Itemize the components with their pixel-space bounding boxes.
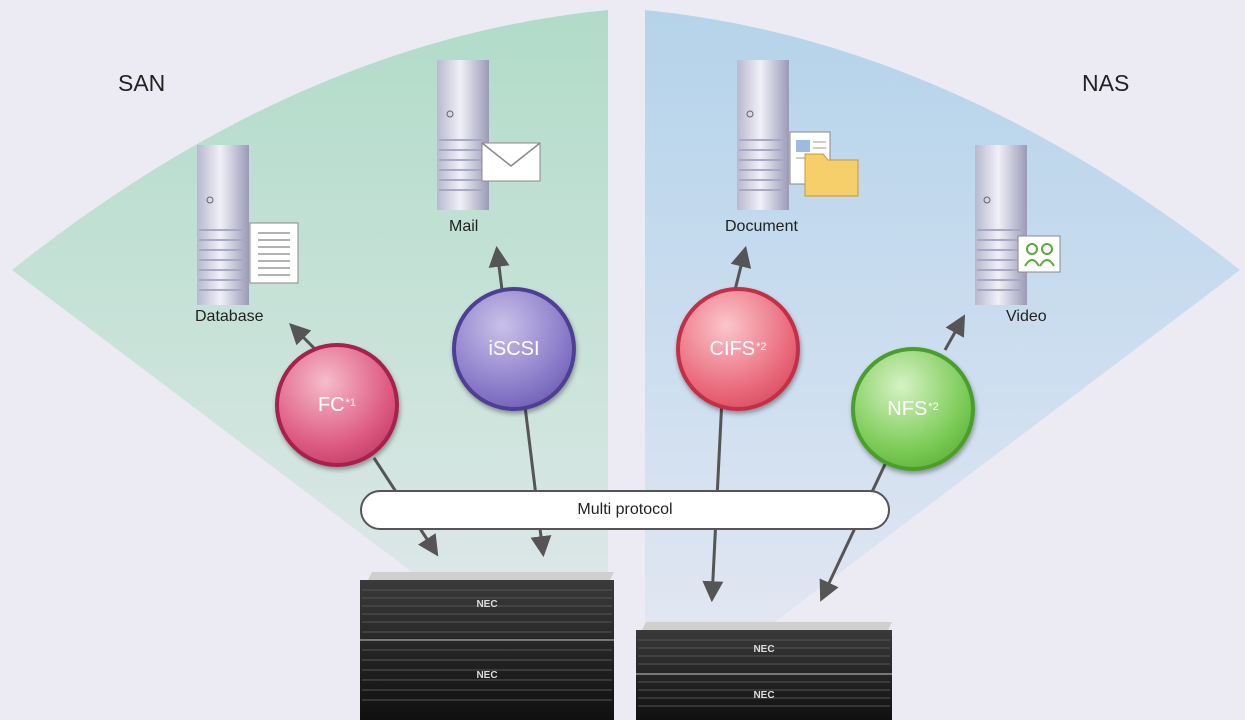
fc-up-arrow <box>289 323 318 352</box>
nec-logo: NEC <box>753 690 774 701</box>
video-server <box>975 145 1027 305</box>
cifs-label: CIFS <box>709 337 756 360</box>
server-label-video: Video <box>1006 308 1047 325</box>
nfs-note: *2 <box>928 401 939 413</box>
san-label: SAN <box>118 70 166 96</box>
document-folder-icon <box>789 131 859 197</box>
nfs-protocol-circle: NFS*2 <box>851 347 975 471</box>
nec-logo: NEC <box>476 670 497 681</box>
nfs-up-arrow <box>943 314 966 351</box>
iscsi-label: iSCSI <box>488 337 540 360</box>
san-storage-unit: NEC NEC <box>360 572 614 720</box>
nec-logo: NEC <box>476 599 497 610</box>
multi-protocol-bar: Multi protocol <box>360 490 890 530</box>
fc-label: FC <box>317 393 345 416</box>
cifs-up-arrow <box>730 245 752 291</box>
iscsi-protocol-circle: iSCSI <box>452 287 576 411</box>
nec-logo: NEC <box>753 644 774 655</box>
cifs-note: *2 <box>756 341 767 353</box>
iscsi-up-arrow <box>488 245 510 291</box>
fc-note: *1 <box>345 397 357 409</box>
document-server <box>737 60 789 210</box>
database-document-icon <box>249 222 299 284</box>
server-label-mail: Mail <box>449 218 479 235</box>
fc-protocol-circle: FC*1 <box>275 343 399 467</box>
nas-label: NAS <box>1082 70 1130 96</box>
mail-server <box>437 60 489 210</box>
server-label-database: Database <box>195 308 264 325</box>
nfs-label: NFS <box>887 397 928 420</box>
envelope-icon <box>481 142 541 182</box>
video-people-icon <box>1017 235 1061 273</box>
multi-protocol-label: Multi protocol <box>577 501 673 518</box>
nas-storage-unit: NEC NEC <box>636 622 892 720</box>
server-label-document: Document <box>725 218 798 235</box>
cifs-protocol-circle: CIFS*2 <box>676 287 800 411</box>
database-server <box>197 145 249 305</box>
